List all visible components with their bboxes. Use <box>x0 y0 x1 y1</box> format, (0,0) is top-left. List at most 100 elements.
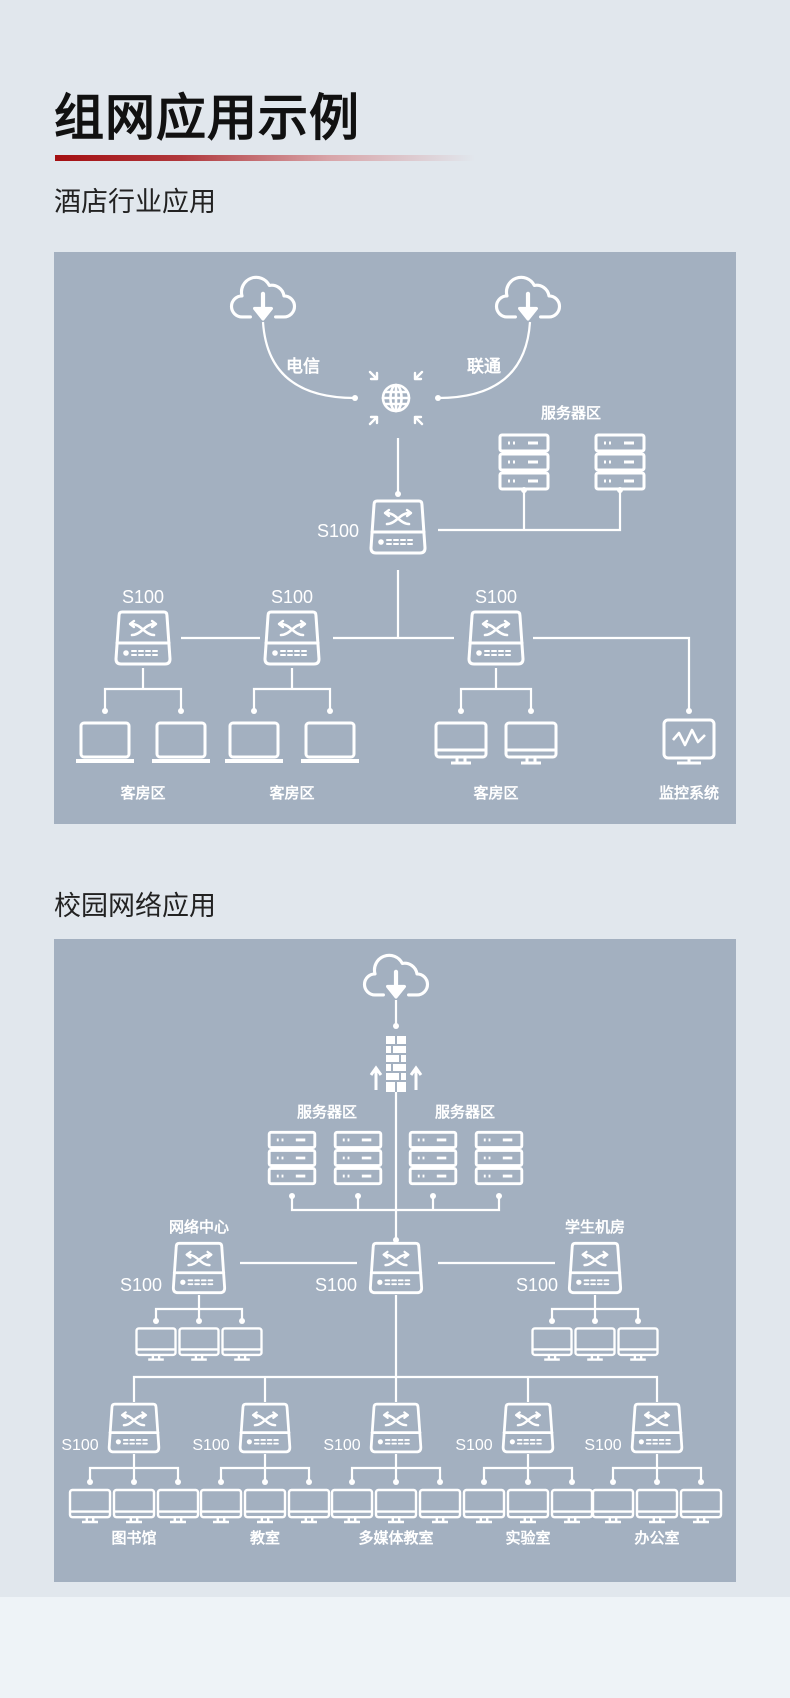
connector-dot <box>175 1479 181 1485</box>
connector-dot <box>393 1479 399 1485</box>
section-title-campus: 校园网络应用 <box>54 891 216 921</box>
connector-dot <box>352 395 358 401</box>
zone-label: 多媒体教室 <box>358 1529 433 1547</box>
network-center-label: 网络中心 <box>169 1218 229 1236</box>
cloud-telecom-icon <box>232 277 295 319</box>
connector-line <box>459 687 533 711</box>
connector-dot <box>102 708 108 714</box>
monitor-icon <box>243 1488 287 1524</box>
monitor-icon <box>434 721 488 765</box>
connector-line <box>261 321 356 400</box>
laptop-icon <box>150 721 212 763</box>
connector-dot <box>306 1479 312 1485</box>
access-switch-label: S100 <box>323 1437 360 1454</box>
cloud-unicom-icon <box>497 277 560 319</box>
core-switch-label: S100 <box>315 1275 357 1295</box>
isp-label-telecom: 电信 <box>286 356 320 376</box>
connector-line <box>533 636 691 711</box>
monitor-icon <box>679 1488 723 1524</box>
monitor-icon <box>418 1488 462 1524</box>
connector-dot <box>196 1318 202 1324</box>
hotel-diagram-panel <box>54 252 736 824</box>
zone-label: 实验室 <box>505 1529 550 1547</box>
server-zone-label: 服务器区 <box>435 1103 495 1121</box>
monitor-icon <box>506 1488 550 1524</box>
access-switch-label: S100 <box>122 587 164 607</box>
firewall-icon <box>369 1034 423 1094</box>
server-icon <box>333 1130 383 1186</box>
network-center-switch-icon <box>171 1241 227 1295</box>
laptop-icon <box>299 721 361 763</box>
server-icon <box>594 433 646 491</box>
monitor-icon <box>550 1488 594 1524</box>
footer-band <box>0 1597 790 1698</box>
server-icon <box>267 1130 317 1186</box>
connector-dot <box>393 1023 399 1029</box>
page-title: 组网应用示例 <box>54 90 360 146</box>
connector-dot <box>569 1479 575 1485</box>
connector-dot <box>437 1479 443 1485</box>
connector-line <box>438 490 622 532</box>
connector-line <box>132 1375 659 1402</box>
monitor-icon <box>178 1327 220 1361</box>
connector-dot <box>178 708 184 714</box>
zone-label: 客房区 <box>119 784 165 802</box>
cloud-icon <box>365 955 428 997</box>
connector-dot <box>349 1479 355 1485</box>
connector-dot <box>251 708 257 714</box>
monitor-icon <box>287 1488 331 1524</box>
connector-dot <box>698 1479 704 1485</box>
connector-dot <box>549 1318 555 1324</box>
access-switch-icon <box>369 1402 423 1454</box>
access-switch-icon <box>630 1402 684 1454</box>
section-title-hotel: 酒店行业应用 <box>54 187 216 217</box>
connector-dot <box>262 1479 268 1485</box>
connector-dot <box>525 1479 531 1485</box>
server-icon <box>408 1130 458 1186</box>
laptop-icon <box>223 721 285 763</box>
isp-label-unicom: 联通 <box>467 357 501 376</box>
connector-dot <box>153 1318 159 1324</box>
connector-dot <box>87 1479 93 1485</box>
core-switch-icon <box>368 1241 424 1295</box>
connector-dot <box>430 1193 436 1199</box>
student-lab-switch-label: S100 <box>516 1275 558 1295</box>
connector-line <box>252 687 332 711</box>
monitor-icon <box>156 1488 200 1524</box>
monitor-icon <box>112 1488 156 1524</box>
access-switch-label: S100 <box>61 1437 98 1454</box>
connector-dot <box>481 1479 487 1485</box>
monitor-icon <box>531 1327 573 1361</box>
title-underline <box>55 155 475 161</box>
monitor-icon <box>635 1488 679 1524</box>
zone-label: 客房区 <box>268 784 314 802</box>
connector-dot <box>458 708 464 714</box>
connector-dot <box>435 395 441 401</box>
server-zone-label: 服务器区 <box>541 404 601 422</box>
internet-globe-icon <box>368 370 424 426</box>
server-icon <box>474 1130 524 1186</box>
connector-dot <box>635 1318 641 1324</box>
monitor-icon <box>504 721 558 765</box>
connector-dot <box>496 1193 502 1199</box>
server-zone-label: 服务器区 <box>297 1103 357 1121</box>
zone-label: 办公室 <box>634 1529 679 1547</box>
connector-dot <box>528 708 534 714</box>
access-switch-icon <box>114 610 172 666</box>
access-switch-label: S100 <box>455 1437 492 1454</box>
core-switch-label: S100 <box>317 521 359 541</box>
connector-dot <box>131 1479 137 1485</box>
access-switch-label: S100 <box>192 1437 229 1454</box>
zone-label: 教室 <box>249 1529 280 1547</box>
zone-label: 监控系统 <box>659 784 719 802</box>
access-switch-label: S100 <box>271 587 313 607</box>
access-switch-icon <box>501 1402 555 1454</box>
connector-dot <box>393 1237 399 1243</box>
monitor-icon <box>221 1327 263 1361</box>
connector-dot <box>395 491 401 497</box>
connector-dot <box>610 1479 616 1485</box>
access-switch-icon <box>263 610 321 666</box>
monitor-icon <box>617 1327 659 1361</box>
monitor-icon <box>462 1488 506 1524</box>
